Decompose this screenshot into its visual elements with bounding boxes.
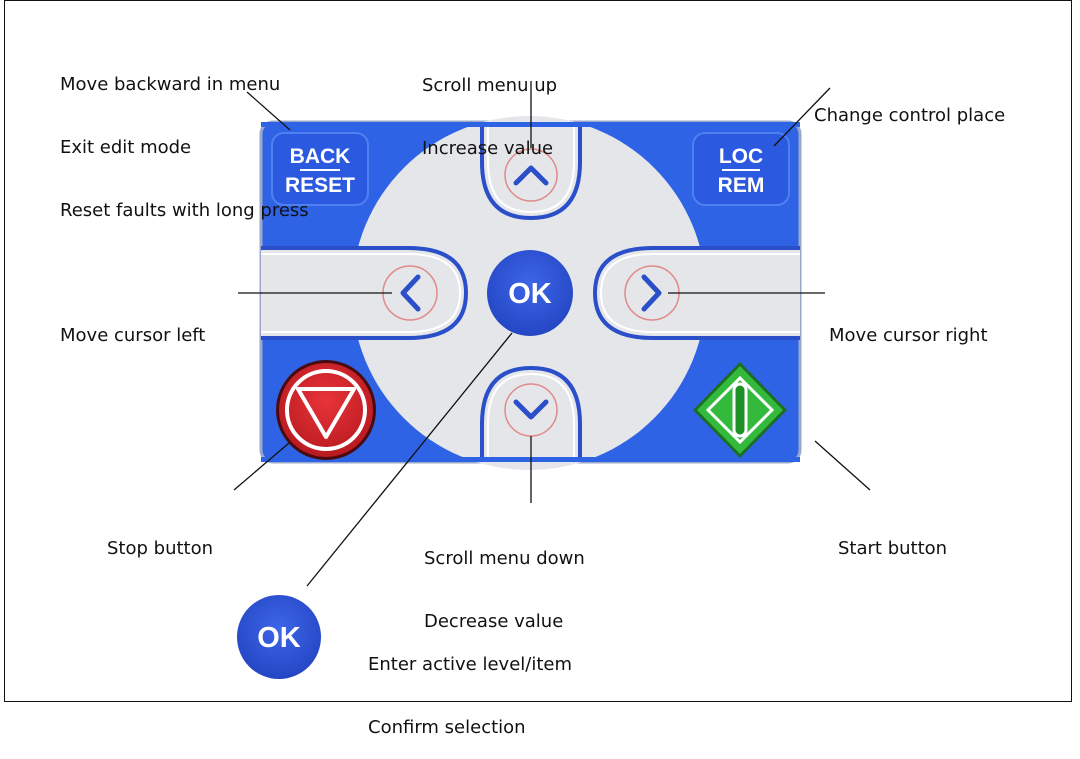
start-button[interactable] — [693, 362, 787, 458]
leader-ok — [306, 332, 513, 587]
chevron-right-icon — [641, 274, 662, 312]
chevron-left-icon — [400, 274, 421, 312]
keypad-diagram: OK BACK RESET LOC REM — [233, 81, 871, 679]
rem-key-label: REM — [718, 174, 765, 197]
start-bar-icon — [732, 382, 748, 438]
left-callout: Move cursor left — [60, 283, 205, 367]
ok-callout-line-1: Enter active level/item — [368, 654, 573, 675]
start-callout-line-1: Start button — [838, 538, 948, 559]
stop-triangle-icon — [296, 387, 356, 439]
back-callout-line-1: Move backward in menu — [60, 74, 281, 95]
down-callout-line-2: Decrease value — [424, 611, 564, 632]
loc-rem-button[interactable]: LOC REM — [692, 132, 790, 206]
stop-callout-line-1: Stop button — [107, 538, 214, 559]
down-callout: Scroll menu down Decrease value — [424, 506, 585, 653]
loc-key-label: LOC — [719, 145, 763, 168]
down-button[interactable] — [480, 365, 582, 462]
back-callout-line-3: Reset faults with long press — [60, 200, 309, 221]
leader-loc — [773, 87, 831, 147]
ok-legend-label: OK — [257, 622, 301, 654]
back-callout: Move backward in menu Exit edit mode Res… — [60, 32, 309, 242]
left-callout-line-1: Move cursor left — [60, 325, 206, 346]
ok-legend-icon: OK — [237, 595, 321, 679]
chevron-down-icon — [513, 399, 549, 420]
chevron-up-icon — [513, 165, 549, 186]
back-reset-button[interactable]: BACK RESET — [271, 132, 369, 206]
up-callout-line-2: Increase value — [422, 138, 554, 159]
leader-back — [246, 91, 291, 131]
up-callout: Scroll menu up Increase value — [422, 33, 557, 180]
up-callout-line-1: Scroll menu up — [422, 75, 558, 96]
right-callout: Move cursor right — [829, 283, 988, 367]
ok-callout: Enter active level/item Confirm selectio… — [368, 612, 572, 759]
leader-stop — [233, 442, 290, 491]
loc-callout-line-1: Change control place — [814, 105, 1006, 126]
leader-start — [814, 440, 871, 491]
ok-button[interactable]: OK — [487, 250, 573, 336]
back-key-label: BACK — [290, 145, 351, 168]
leader-lines — [233, 81, 871, 587]
down-callout-line-1: Scroll menu down — [424, 548, 585, 569]
up-button[interactable] — [480, 122, 582, 221]
start-callout: Start button — [838, 496, 947, 580]
ok-key-label: OK — [508, 278, 552, 310]
back-callout-line-2: Exit edit mode — [60, 137, 192, 158]
reset-key-label: RESET — [285, 174, 355, 197]
ok-callout-line-2: Confirm selection — [368, 717, 526, 738]
stop-button[interactable] — [276, 360, 376, 460]
right-callout-line-1: Move cursor right — [829, 325, 988, 346]
stop-callout: Stop button — [107, 496, 213, 580]
loc-callout: Change control place — [814, 63, 1005, 147]
